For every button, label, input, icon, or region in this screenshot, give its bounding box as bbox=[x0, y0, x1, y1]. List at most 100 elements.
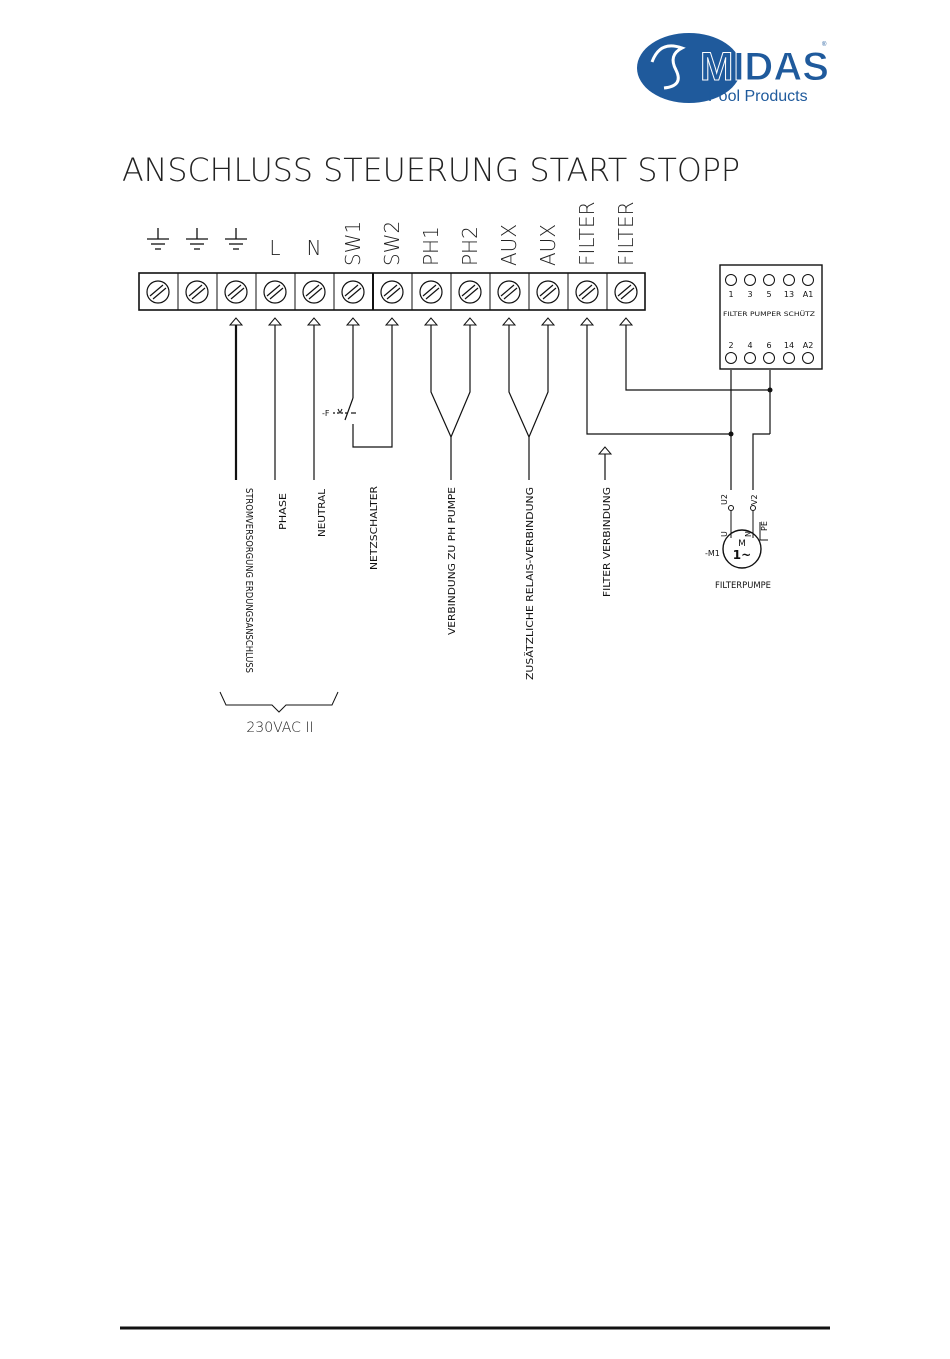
motor-terminal bbox=[750, 505, 756, 511]
screw-icon bbox=[575, 280, 599, 304]
supply-bracket bbox=[219, 691, 339, 713]
switch-wire-label: NETZSCHALTER bbox=[369, 486, 380, 570]
contactor-pin bbox=[725, 274, 737, 286]
pin-label: A1 bbox=[803, 290, 814, 299]
switch-wire bbox=[333, 325, 393, 448]
phase-wire-label: PHASE bbox=[278, 493, 289, 530]
filter-pump-motor: U2 V2 U N PE -M1 M 1~ FILTERPUMPE bbox=[705, 494, 771, 591]
logo-tagline: Pool Products bbox=[708, 88, 808, 105]
arrow-icon bbox=[540, 317, 556, 326]
pin-label: A2 bbox=[803, 341, 814, 350]
terminal-label: SW1 bbox=[341, 221, 365, 266]
arrow-icon bbox=[384, 317, 400, 326]
contactor-pin bbox=[802, 274, 814, 286]
motor-symbol-phase: 1~ bbox=[733, 548, 751, 562]
screw-icon bbox=[185, 280, 209, 304]
contactor-pin bbox=[802, 352, 814, 364]
aux-relay-wire-label: ZUSÄTZLICHE RELAIS-VERBINDUNG bbox=[525, 487, 536, 680]
filter-pump-contactor: 1 3 5 13 A1 2 4 6 14 A2 FILTER PUMPER SC… bbox=[719, 264, 823, 370]
supply-label: 230VAC II bbox=[246, 720, 313, 736]
contactor-pin bbox=[783, 274, 795, 286]
terminal-label: N bbox=[307, 236, 322, 260]
screw-icon bbox=[458, 280, 482, 304]
motor-terminal-label: U2 bbox=[720, 494, 729, 505]
pin-label: 14 bbox=[784, 341, 794, 350]
motor-symbol bbox=[722, 529, 762, 569]
logo-brand: MIDAS bbox=[700, 45, 829, 89]
contactor-wires bbox=[730, 370, 771, 490]
terminal-label: FILTER bbox=[614, 201, 638, 266]
wire-labels: STROMVERSORGUNG ERDUNGSANSCHLUSS PHASE N… bbox=[243, 486, 613, 680]
junction-dot bbox=[767, 387, 773, 393]
terminal-label: SW2 bbox=[380, 221, 404, 266]
diagram-title: ANSCHLUSS STEUERUNG START STOPP bbox=[122, 151, 740, 189]
junction-dot bbox=[728, 431, 734, 437]
screw-icon bbox=[302, 280, 326, 304]
logo-emblem bbox=[637, 33, 741, 103]
pin-label: 1 bbox=[728, 290, 733, 299]
arrow-icon bbox=[345, 317, 361, 326]
filter-wire-label: FILTER VERBINDUNG bbox=[602, 487, 613, 597]
logo-swirl bbox=[650, 44, 686, 90]
pin-label: 5 bbox=[766, 290, 771, 299]
screw-icon bbox=[224, 280, 248, 304]
midas-logo: MIDAS Pool Products ® bbox=[637, 33, 829, 105]
contactor-pin bbox=[783, 352, 795, 364]
aux-relay-wire bbox=[508, 325, 549, 480]
pin-label: 3 bbox=[747, 290, 752, 299]
terminal-label: AUX bbox=[536, 224, 560, 266]
screw-icon bbox=[341, 280, 365, 304]
motor-terminal-label: N bbox=[744, 531, 753, 537]
arrow-icon bbox=[501, 317, 517, 326]
terminal-screws bbox=[146, 280, 638, 304]
contactor-pin bbox=[744, 274, 756, 286]
arrow-icon bbox=[228, 317, 244, 326]
registered-mark: ® bbox=[822, 41, 827, 48]
screw-icon bbox=[419, 280, 443, 304]
pin-label: 6 bbox=[766, 341, 771, 350]
arrow-icon bbox=[423, 317, 439, 326]
terminal-label: PH2 bbox=[458, 226, 482, 266]
switch-tag: -F bbox=[322, 409, 330, 418]
wires bbox=[234, 325, 771, 490]
terminal-label: AUX bbox=[497, 224, 521, 266]
motor-tag: -M1 bbox=[705, 549, 720, 558]
arrow-icon bbox=[462, 317, 478, 326]
terminal-label: FILTER bbox=[575, 201, 599, 266]
motor-terminal-label: U bbox=[720, 531, 729, 537]
screw-icon bbox=[536, 280, 560, 304]
contactor-pin bbox=[763, 274, 775, 286]
neutral-wire-label: NEUTRAL bbox=[317, 488, 328, 537]
motor-symbol-m: M bbox=[738, 539, 746, 549]
motor-terminal bbox=[728, 505, 734, 511]
arrow-icon bbox=[618, 317, 634, 326]
pin-label: 4 bbox=[747, 341, 752, 350]
screw-icon bbox=[263, 280, 287, 304]
ground-icon bbox=[147, 228, 169, 250]
contactor-pin bbox=[725, 352, 737, 364]
screw-icon bbox=[146, 280, 170, 304]
ground-icon bbox=[186, 228, 208, 250]
ground-icon bbox=[225, 228, 247, 250]
motor-terminal-label: V2 bbox=[750, 494, 759, 505]
ph-pump-wire bbox=[430, 325, 471, 480]
screw-icon bbox=[614, 280, 638, 304]
motor-terminal-label: PE bbox=[760, 521, 769, 531]
filter-wire bbox=[586, 325, 770, 480]
contactor-pin bbox=[763, 352, 775, 364]
ph-pump-wire-label: VERBINDUNG ZU PH PUMPE bbox=[447, 487, 458, 635]
arrow-icon bbox=[267, 317, 283, 326]
terminal-labels: L N SW1 SW2 PH1 PH2 AUX AUX FILTER FILTE… bbox=[147, 201, 638, 266]
contactor-pin bbox=[744, 352, 756, 364]
earth-wire-label: STROMVERSORGUNG ERDUNGSANSCHLUSS bbox=[243, 488, 254, 673]
screw-icon bbox=[497, 280, 521, 304]
arrow-icon bbox=[597, 446, 613, 455]
arrow-icon bbox=[579, 317, 595, 326]
screw-icon bbox=[380, 280, 404, 304]
contactor-label: FILTER PUMPER SCHÜTZ bbox=[723, 309, 816, 318]
pin-label: 13 bbox=[784, 290, 794, 299]
motor-label: FILTERPUMPE bbox=[715, 581, 771, 591]
wire-junctions bbox=[728, 387, 773, 437]
